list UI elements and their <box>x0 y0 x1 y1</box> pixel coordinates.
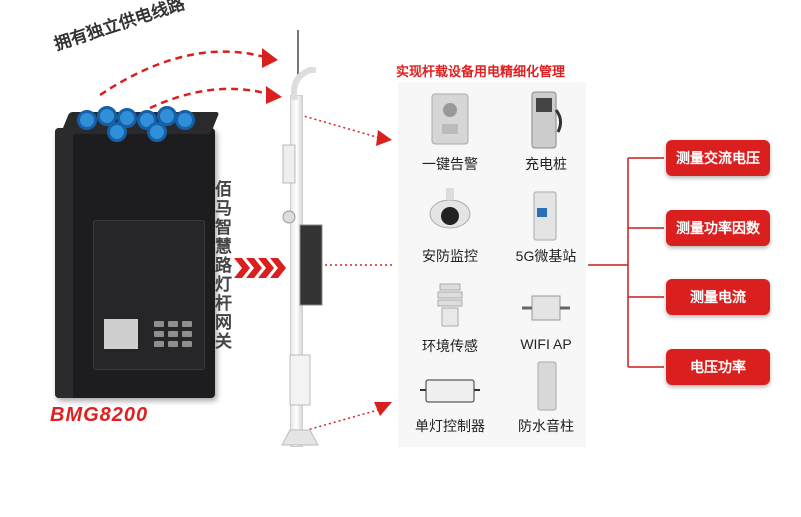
5g-base-station-icon <box>533 191 557 241</box>
function-ac-voltage: 测量交流电压 <box>666 140 770 176</box>
device-caption: 佰马智慧路灯杆网关 <box>212 180 231 351</box>
item-label: 5G微基站 <box>515 248 577 264</box>
connector-icon <box>107 122 127 142</box>
qr-code-icon <box>104 319 138 349</box>
item-label: WIFI AP <box>520 336 572 352</box>
smart-pole-fixtures <box>281 30 323 446</box>
connector-icon <box>175 110 195 130</box>
wifi-ap-icon <box>522 295 570 321</box>
item-label: 环境传感 <box>422 338 478 354</box>
security-camera-icon <box>429 188 471 229</box>
environment-sensor-icon <box>437 283 463 327</box>
charging-pile-icon <box>531 91 563 149</box>
waterproof-speaker-icon <box>537 361 557 411</box>
device-side <box>55 128 73 398</box>
alarm-intercom-icon <box>431 93 469 145</box>
item-label: 防水音柱 <box>518 418 574 434</box>
connector-icon <box>77 110 97 130</box>
connector-icon <box>97 106 117 126</box>
single-lamp-controller-icon <box>420 379 480 403</box>
gateway-device <box>55 106 220 398</box>
connector-icon <box>147 122 167 142</box>
panel-title: 实现杆载设备用电精细化管理 <box>396 64 566 79</box>
function-voltage-power: 电压功率 <box>666 349 770 385</box>
device-model: BMG8200 <box>50 404 149 426</box>
item-label: 充电桩 <box>525 156 567 172</box>
item-label: 单灯控制器 <box>415 418 485 434</box>
function-current: 测量电流 <box>666 279 770 315</box>
item-label: 一键告警 <box>422 156 478 172</box>
device-front-panel <box>93 220 205 370</box>
item-label: 安防监控 <box>422 248 478 264</box>
function-power-factor: 测量功率因数 <box>666 210 770 246</box>
